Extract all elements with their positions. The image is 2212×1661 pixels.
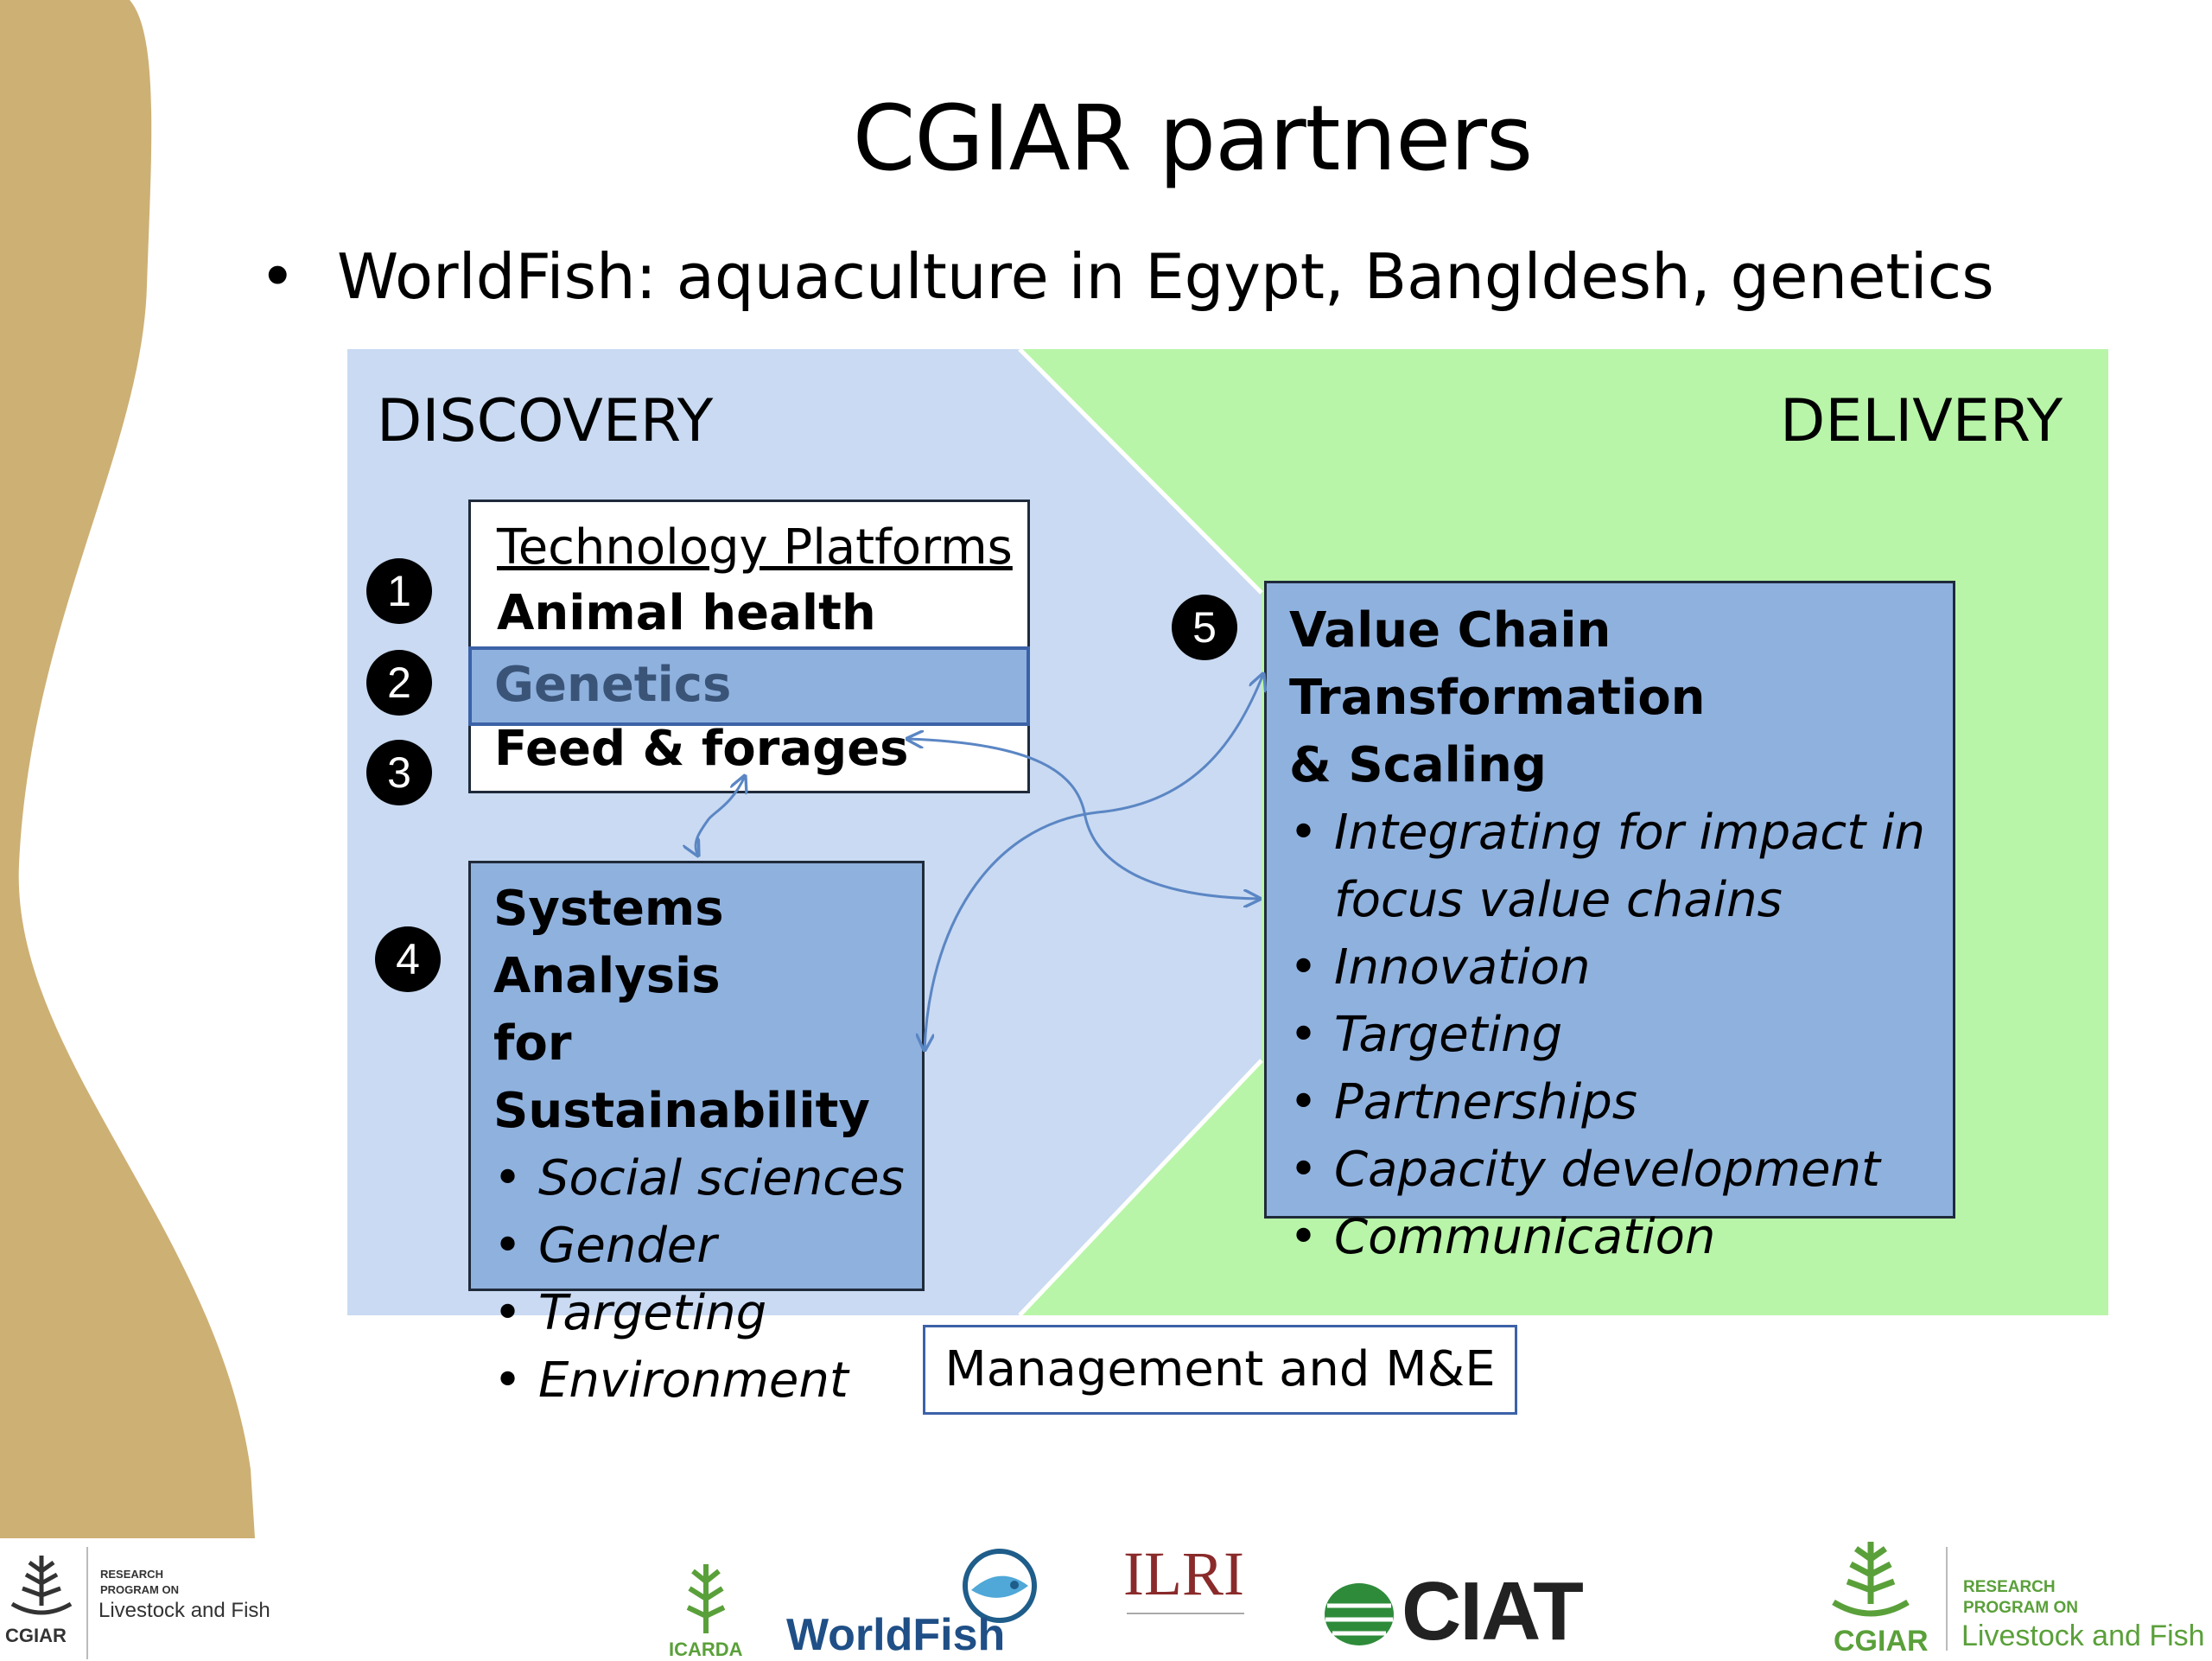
left-logo-line1: RESEARCH [100, 1568, 163, 1581]
list-item: Targeting [1289, 1002, 1953, 1069]
bullet-dot: • [259, 240, 296, 313]
list-item: Communication [1289, 1204, 1953, 1271]
systems-analysis-title-line1: Systems Analysis [493, 881, 724, 1004]
ilri-logo: ILRI [1123, 1538, 1253, 1659]
list-item: Integrating for impact in focus value cha… [1289, 799, 1953, 934]
cgiar-wheat-icon [1832, 1542, 1910, 1617]
ciat-label: CIAT [1402, 1565, 1584, 1658]
list-item: Social sciences [493, 1145, 922, 1212]
list-item: Partnerships [1289, 1069, 1953, 1136]
discovery-label: DISCOVERY [377, 387, 714, 455]
ciat-logo: CIAT [1322, 1564, 1607, 1659]
systems-analysis-box: Systems Analysis for Sustainability Soci… [468, 861, 925, 1415]
bullet-text: WorldFish: aquaculture in Egypt, Banglde… [337, 240, 1994, 313]
list-item-line2: focus value chains [1334, 872, 1783, 928]
systems-analysis-title-line2: for Sustainability [493, 1015, 870, 1139]
cgiar-wheat-icon [10, 1556, 73, 1615]
animal-health-item: Animal health [497, 585, 876, 641]
icarda-logo: ICARDA [657, 1556, 760, 1660]
right-logo-line3: Livestock and Fish [1961, 1620, 2205, 1652]
list-item: Gender [493, 1212, 922, 1280]
slide-title: CGIAR partners [852, 86, 1533, 191]
left-logo-line2: PROGRAM ON [100, 1583, 179, 1596]
arrow-value-chain-to-systems [925, 674, 1263, 1050]
technology-platforms-heading: Technology Platforms [497, 519, 1013, 576]
worldfish-fish-icon [963, 1549, 1037, 1623]
genetics-item: Genetics [494, 657, 732, 713]
value-chain-title-line2: & Scaling [1289, 737, 1547, 793]
arrow-feed-to-systems [696, 776, 745, 856]
number-badge-2: 2 [366, 650, 432, 716]
number-badge-1: 1 [366, 558, 432, 624]
number-badge-5: 5 [1172, 595, 1237, 660]
number-badge-3: 3 [366, 740, 432, 805]
ciat-globe-icon [1325, 1583, 1394, 1645]
worldfish-logo: WorldFish [786, 1547, 1063, 1660]
value-chain-title-line1: Value Chain Transformation [1289, 602, 1706, 726]
list-item: Capacity development [1289, 1136, 1953, 1204]
left-logo-cgiar: CGIAR [5, 1625, 67, 1646]
slide-bullet: • WorldFish: aquaculture in Egypt, Bangld… [259, 233, 1994, 320]
icarda-emblem-icon [686, 1564, 726, 1633]
right-logo-line2: PROGRAM ON [1963, 1599, 2078, 1617]
sidebar-decoration [0, 0, 255, 1538]
right-logo-cgiar: CGIAR [1834, 1625, 1929, 1658]
right-program-logo: CGIAR RESEARCH PROGRAM ON Livestock and … [1815, 1538, 2212, 1659]
list-item-line1: Integrating for impact in [1334, 805, 1926, 861]
feed-forages-item: Feed & forages [494, 721, 909, 777]
left-program-logo: CGIAR RESEARCH PROGRAM ON Livestock and … [0, 1547, 270, 1659]
systems-analysis-list: Social sciences Gender Targeting Environ… [493, 1145, 922, 1415]
number-badge-4: 4 [375, 926, 441, 992]
list-item: Targeting [493, 1280, 922, 1347]
right-logo-line1: RESEARCH [1963, 1578, 2056, 1596]
genetics-highlight: Genetics [468, 646, 1030, 726]
icarda-label: ICARDA [669, 1639, 743, 1660]
management-box: Management and M&E [923, 1325, 1517, 1415]
list-item: Environment [493, 1347, 922, 1415]
value-chain-list: Integrating for impact in focus value cha… [1289, 799, 1953, 1271]
value-chain-box: Value Chain Transformation & Scaling Int… [1264, 581, 1955, 1271]
left-logo-line3: Livestock and Fish [99, 1599, 270, 1622]
list-item: Innovation [1289, 934, 1953, 1002]
ilri-label: ILRI [1123, 1539, 1244, 1608]
worldfish-label: WorldFish [786, 1610, 1006, 1660]
delivery-label: DELIVERY [1780, 387, 2063, 455]
